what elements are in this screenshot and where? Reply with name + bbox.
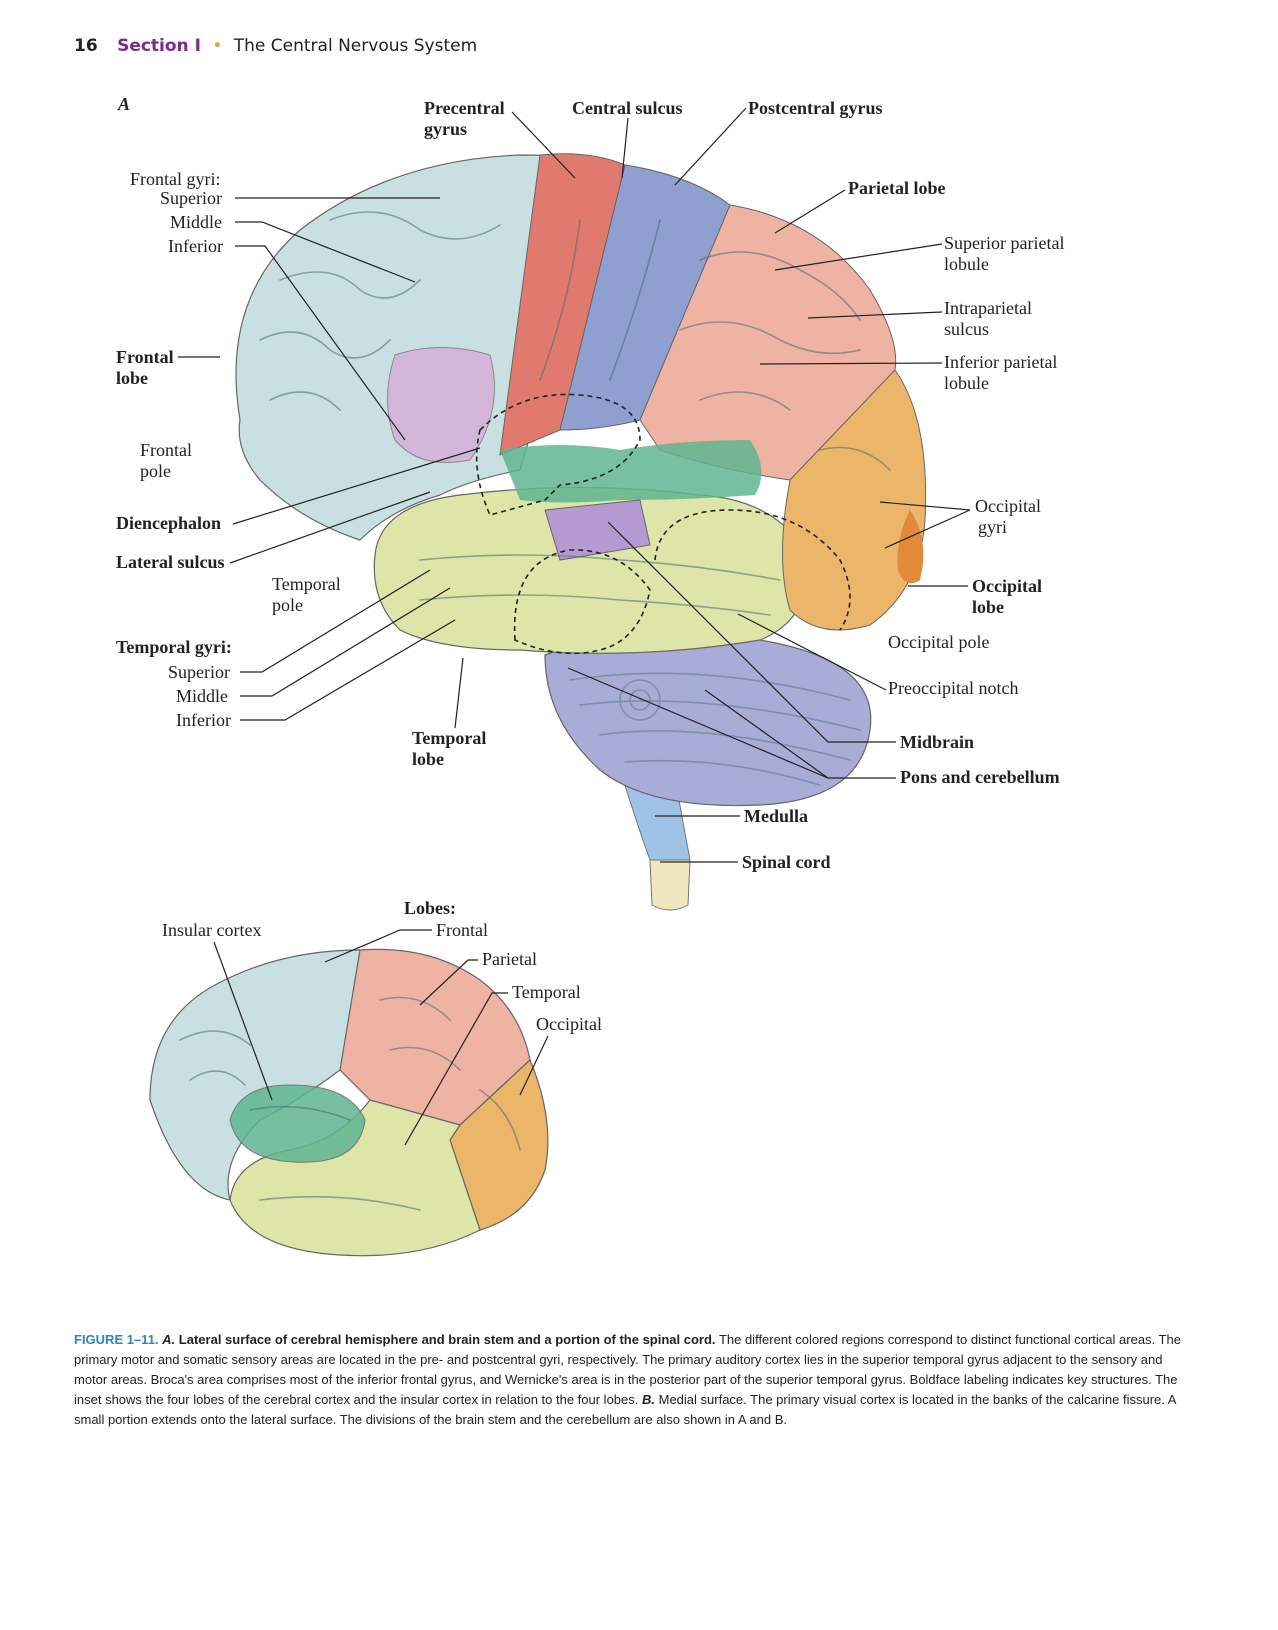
- figure-caption: FIGURE 1–11. A. Lateral surface of cereb…: [74, 1330, 1194, 1430]
- caption-b-label: B.: [642, 1392, 655, 1407]
- broca-dashed-outline: [475, 393, 641, 516]
- label-pons-cerebellum: Pons and cerebellum: [900, 767, 1060, 787]
- label-temporal-gyri: Temporal gyri:: [116, 637, 232, 657]
- label-temporal-pole-2: pole: [272, 595, 303, 615]
- label-frontal-pole-2: pole: [140, 461, 171, 481]
- label-temporal-inferior: Inferior: [176, 710, 231, 730]
- panel-a-labels: A Precentral gyrus Central sulcus Postce…: [116, 94, 1064, 872]
- visual-cortex-patch: [897, 510, 924, 584]
- cerebellum-folia: [569, 672, 861, 786]
- inset-occipital-shape: [449, 1058, 549, 1231]
- label-diencephalon: Diencephalon: [116, 513, 221, 533]
- label-intraparietal-1: Intraparietal: [944, 298, 1032, 318]
- chapter-title: The Central Nervous System: [233, 36, 478, 56]
- label-central-sulcus: Central sulcus: [572, 98, 683, 118]
- label-frontal-middle: Middle: [170, 212, 222, 232]
- label-spinal-cord: Spinal cord: [742, 852, 831, 872]
- label-temporal-middle: Middle: [176, 686, 228, 706]
- label-superior-parietal-1: Superior parietal: [944, 233, 1064, 253]
- label-inset-temporal: Temporal: [512, 982, 581, 1002]
- gyral-texture: [259, 211, 891, 616]
- inset-frontal-shape: [149, 949, 381, 1201]
- label-postcentral-gyrus: Postcentral gyrus: [748, 98, 882, 118]
- label-precentral-gyrus-1: Precentral: [424, 98, 505, 118]
- label-superior-parietal-2: lobule: [944, 254, 989, 274]
- header-separator: •: [212, 36, 223, 56]
- brain-figure: A Precentral gyrus Central sulcus Postce…: [116, 94, 1064, 1257]
- panel-a-letter: A: [117, 94, 130, 114]
- caption-body-1: The different colored regions correspond…: [74, 1332, 1181, 1407]
- label-occipital-lobe-1: Occipital: [972, 576, 1042, 596]
- label-insular-cortex: Insular cortex: [162, 920, 261, 940]
- label-occipital-gyri-1: Occipital: [975, 496, 1041, 516]
- insular-cortex-shape: [229, 1084, 366, 1163]
- broca-area-shape: [387, 347, 495, 463]
- occipital-lobe-shape: [782, 369, 927, 631]
- label-lobes-title: Lobes:: [404, 898, 456, 918]
- inset-labels: Lobes: Frontal Parietal Temporal Occipit…: [162, 898, 602, 1146]
- label-frontal-lobe-2: lobe: [116, 368, 148, 388]
- spinal-cord-shape: [649, 859, 691, 911]
- page-number: 16: [74, 36, 98, 56]
- auditory-area-shape: [500, 440, 762, 503]
- label-temporal-lobe-1: Temporal: [412, 728, 486, 748]
- label-inset-frontal: Frontal: [436, 920, 488, 940]
- label-occipital-pole: Occipital pole: [888, 632, 989, 652]
- caption-figure-label: FIGURE 1–11.: [74, 1332, 159, 1347]
- label-lateral-sulcus: Lateral sulcus: [116, 552, 225, 572]
- label-precentral-gyrus-2: gyrus: [424, 119, 467, 139]
- label-temporal-superior: Superior: [168, 662, 230, 682]
- panel-a-illustration: [235, 153, 927, 911]
- midbrain-shape: [544, 499, 651, 561]
- label-temporal-pole-1: Temporal: [272, 574, 341, 594]
- label-medulla: Medulla: [744, 806, 808, 826]
- auditory-dashed-outline: [513, 549, 651, 655]
- label-inferior-parietal-2: lobule: [944, 373, 989, 393]
- page-header: 16 Section I • The Central Nervous Syste…: [74, 36, 477, 56]
- label-preoccipital-notch: Preoccipital notch: [888, 678, 1018, 698]
- section-label: Section I: [117, 36, 201, 56]
- label-parietal-lobe: Parietal lobe: [848, 178, 945, 198]
- label-inset-occipital: Occipital: [536, 1014, 602, 1034]
- cerebellum-shape: [544, 632, 872, 807]
- label-inferior-parietal-1: Inferior parietal: [944, 352, 1057, 372]
- inset-gyral-texture: [179, 996, 521, 1211]
- label-frontal-superior: Superior: [160, 188, 222, 208]
- occipital-dashed-outline: [654, 509, 851, 631]
- caption-bold-sentence: Lateral surface of cerebral hemisphere a…: [178, 1332, 716, 1347]
- label-frontal-inferior: Inferior: [168, 236, 223, 256]
- label-frontal-gyri: Frontal gyri:: [130, 169, 221, 189]
- label-temporal-lobe-2: lobe: [412, 749, 444, 769]
- caption-body-2: Medial surface. The primary visual corte…: [74, 1392, 1176, 1427]
- label-frontal-lobe-1: Frontal: [116, 347, 174, 367]
- label-intraparietal-2: sulcus: [944, 319, 989, 339]
- caption-a-label: A.: [162, 1332, 176, 1347]
- label-inset-parietal: Parietal: [482, 949, 537, 969]
- label-occipital-lobe-2: lobe: [972, 597, 1004, 617]
- label-occipital-gyri-2: gyri: [978, 517, 1007, 537]
- inset-illustration: [149, 948, 549, 1257]
- label-frontal-pole-1: Frontal: [140, 440, 192, 460]
- label-midbrain: Midbrain: [900, 732, 974, 752]
